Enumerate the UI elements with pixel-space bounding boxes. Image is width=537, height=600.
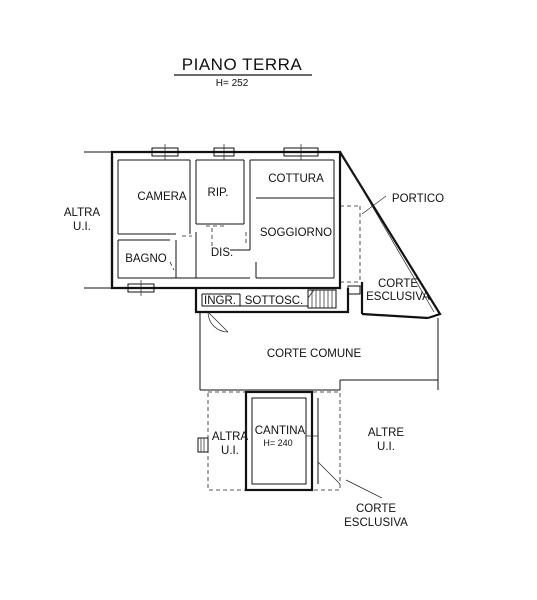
corte-esclusiva-leader [345,479,383,499]
room-label-soggiorno: SOGGIORNO [260,227,332,239]
cantina-block [197,390,341,492]
stairs [307,289,337,309]
room-label-sottosc: SOTTOSC. [245,295,304,307]
room-label-rip: RIP. [208,187,229,199]
room-label-bagno: BAGNO [125,253,167,265]
room-label-camera: CAMERA [137,191,187,203]
room-label-cantina: CANTINA [255,425,306,437]
room-label-corte-esclusiva-top-2: ESCLUSIVA [366,291,430,303]
entrance-strip [194,288,350,333]
window-bagno-icon [127,280,155,296]
room-label-corte-esclusiva-bottom-1: CORTE [356,503,396,515]
room-label-dis: DIS. [211,247,233,259]
plan-title: PIANO TERRA [182,55,303,74]
room-label-portico: PORTICO [392,193,444,205]
portico-area [339,151,442,320]
left-neighbor-boundary [84,151,112,289]
room-label-ingr: INGR. [204,295,236,307]
neighbor-label-right-1: ALTRE [368,427,405,439]
dwelling-walls [110,150,342,290]
room-label-cottura: COTTURA [268,173,324,185]
window-camera-icon [151,144,179,160]
neighbor-label-right-2: U.I. [377,441,395,453]
room-label-corte-esclusiva-top-1: CORTE [378,278,418,290]
window-markers [127,144,319,296]
cantina-height-note: H= 240 [263,438,292,448]
window-cottura-icon [283,144,319,160]
plan-height-note: H= 252 [216,78,249,89]
neighbor-label-cellar-left-2: U.I. [221,445,239,457]
neighbor-label-left-2: U.I. [73,221,91,233]
corte-comune-boundary [199,312,439,391]
neighbor-label-cellar-left-1: ALTRA [212,431,249,443]
neighbor-label-left-1: ALTRA [64,207,101,219]
room-label-corte-esclusiva-bottom-2: ESCLUSIVA [344,517,408,529]
room-label-corte-comune: CORTE COMUNE [267,348,362,360]
window-rip-icon [213,144,235,160]
